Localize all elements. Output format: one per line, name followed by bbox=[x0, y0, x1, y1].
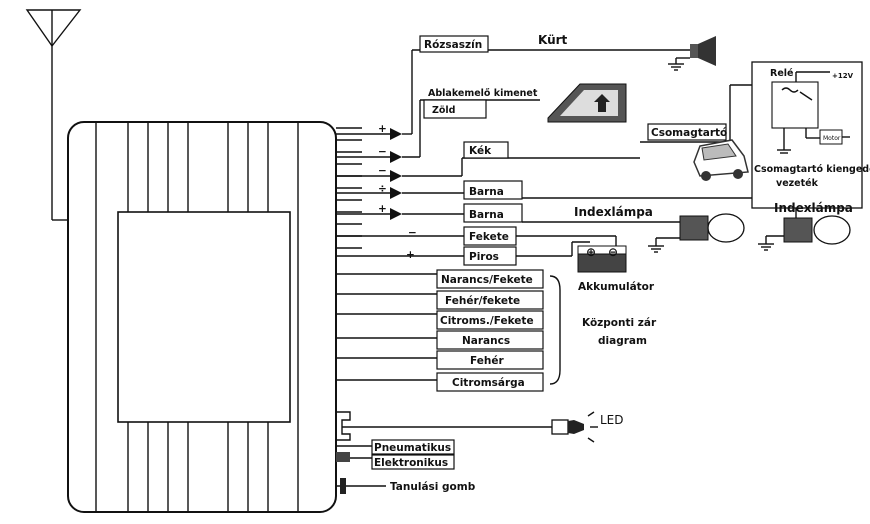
window-wire-box bbox=[423, 99, 487, 119]
brown-2-label: Barna bbox=[469, 209, 504, 221]
electronic-box bbox=[371, 454, 455, 470]
wire-row-brown-2 bbox=[336, 208, 680, 223]
battery-plus-sign: ⊕ bbox=[586, 245, 596, 259]
black-box bbox=[463, 226, 517, 246]
relay-voltage-label: +12V bbox=[832, 72, 854, 80]
central-lock-wire-5: Fehér bbox=[470, 355, 504, 367]
trunk-wire-box bbox=[463, 141, 509, 159]
central-lock-wire-1: Narancs/Fekete bbox=[441, 274, 533, 286]
led-icon bbox=[551, 411, 598, 443]
battery-label: Akkumulátor bbox=[578, 281, 655, 293]
indicator-lamp-icon-2 bbox=[758, 215, 851, 251]
window-lift-icon bbox=[547, 83, 627, 123]
central-lock-label: Központi zár bbox=[582, 317, 657, 329]
pneumatic-box bbox=[371, 439, 455, 455]
sign-plus-1: + bbox=[378, 123, 387, 135]
control-unit bbox=[67, 121, 337, 513]
horn-icon bbox=[668, 36, 716, 71]
sign-red: + bbox=[406, 249, 415, 261]
lower-outputs bbox=[336, 411, 552, 494]
window-output-label: Ablakemelő kimenet bbox=[428, 88, 538, 99]
motor-label: Motor bbox=[823, 135, 841, 142]
black-label: Fekete bbox=[469, 231, 509, 243]
horn-label: Kürt bbox=[538, 33, 568, 47]
sign-plus-2: ÷ bbox=[378, 183, 387, 195]
red-label: Piros bbox=[469, 251, 499, 263]
horn-wire-box bbox=[419, 35, 489, 53]
trunk-label-box bbox=[647, 123, 727, 141]
central-lock-wire-3: Citroms./Fekete bbox=[440, 315, 534, 327]
learn-button-label: Tanulási gomb bbox=[390, 481, 476, 493]
central-lock-label-2: diagram bbox=[598, 335, 647, 347]
sign-minus-1: − bbox=[378, 146, 387, 158]
indicator-2-label: Indexlámpa bbox=[774, 201, 853, 215]
car-icon bbox=[693, 139, 749, 181]
brown-2-box bbox=[463, 203, 523, 223]
battery-minus-sign: ⊖ bbox=[608, 245, 618, 259]
red-box bbox=[463, 246, 517, 266]
window-wire-label: Zöld bbox=[432, 105, 455, 116]
relay-diagram bbox=[751, 61, 863, 209]
central-lock-wire-4: Narancs bbox=[462, 335, 510, 347]
central-lock-wire-2: Fehér/fekete bbox=[445, 295, 520, 307]
brown-1-box bbox=[463, 180, 523, 200]
led-label: LED bbox=[600, 413, 624, 427]
antenna-icon bbox=[25, 9, 82, 221]
indicator-lamp-icon-1 bbox=[648, 213, 745, 253]
trunk-label: Csomagtartó bbox=[651, 127, 727, 139]
pneumatic-label: Pneumatikus bbox=[374, 442, 451, 454]
central-lock-wire-6: Citromsárga bbox=[452, 377, 525, 389]
central-lock-wires bbox=[336, 269, 561, 392]
horn-wire-label: Rózsaszín bbox=[424, 39, 482, 51]
sign-plus-3: + bbox=[378, 203, 387, 215]
trunk-wire-label: Kék bbox=[469, 145, 492, 157]
brown-1-label: Barna bbox=[469, 186, 504, 198]
wire-row-red bbox=[336, 241, 590, 257]
sign-black: − bbox=[408, 227, 417, 239]
relay-label: Relé bbox=[770, 68, 793, 79]
sign-minus-2: − bbox=[378, 165, 387, 177]
battery-icon bbox=[577, 245, 627, 273]
trunk-release-label: Csomagtartó kiengedő bbox=[754, 164, 870, 175]
output-stubs bbox=[336, 127, 362, 249]
indicator-1-label: Indexlámpa bbox=[574, 205, 653, 219]
electronic-label: Elektronikus bbox=[374, 457, 448, 469]
trunk-release-label-2: vezeték bbox=[776, 178, 819, 189]
